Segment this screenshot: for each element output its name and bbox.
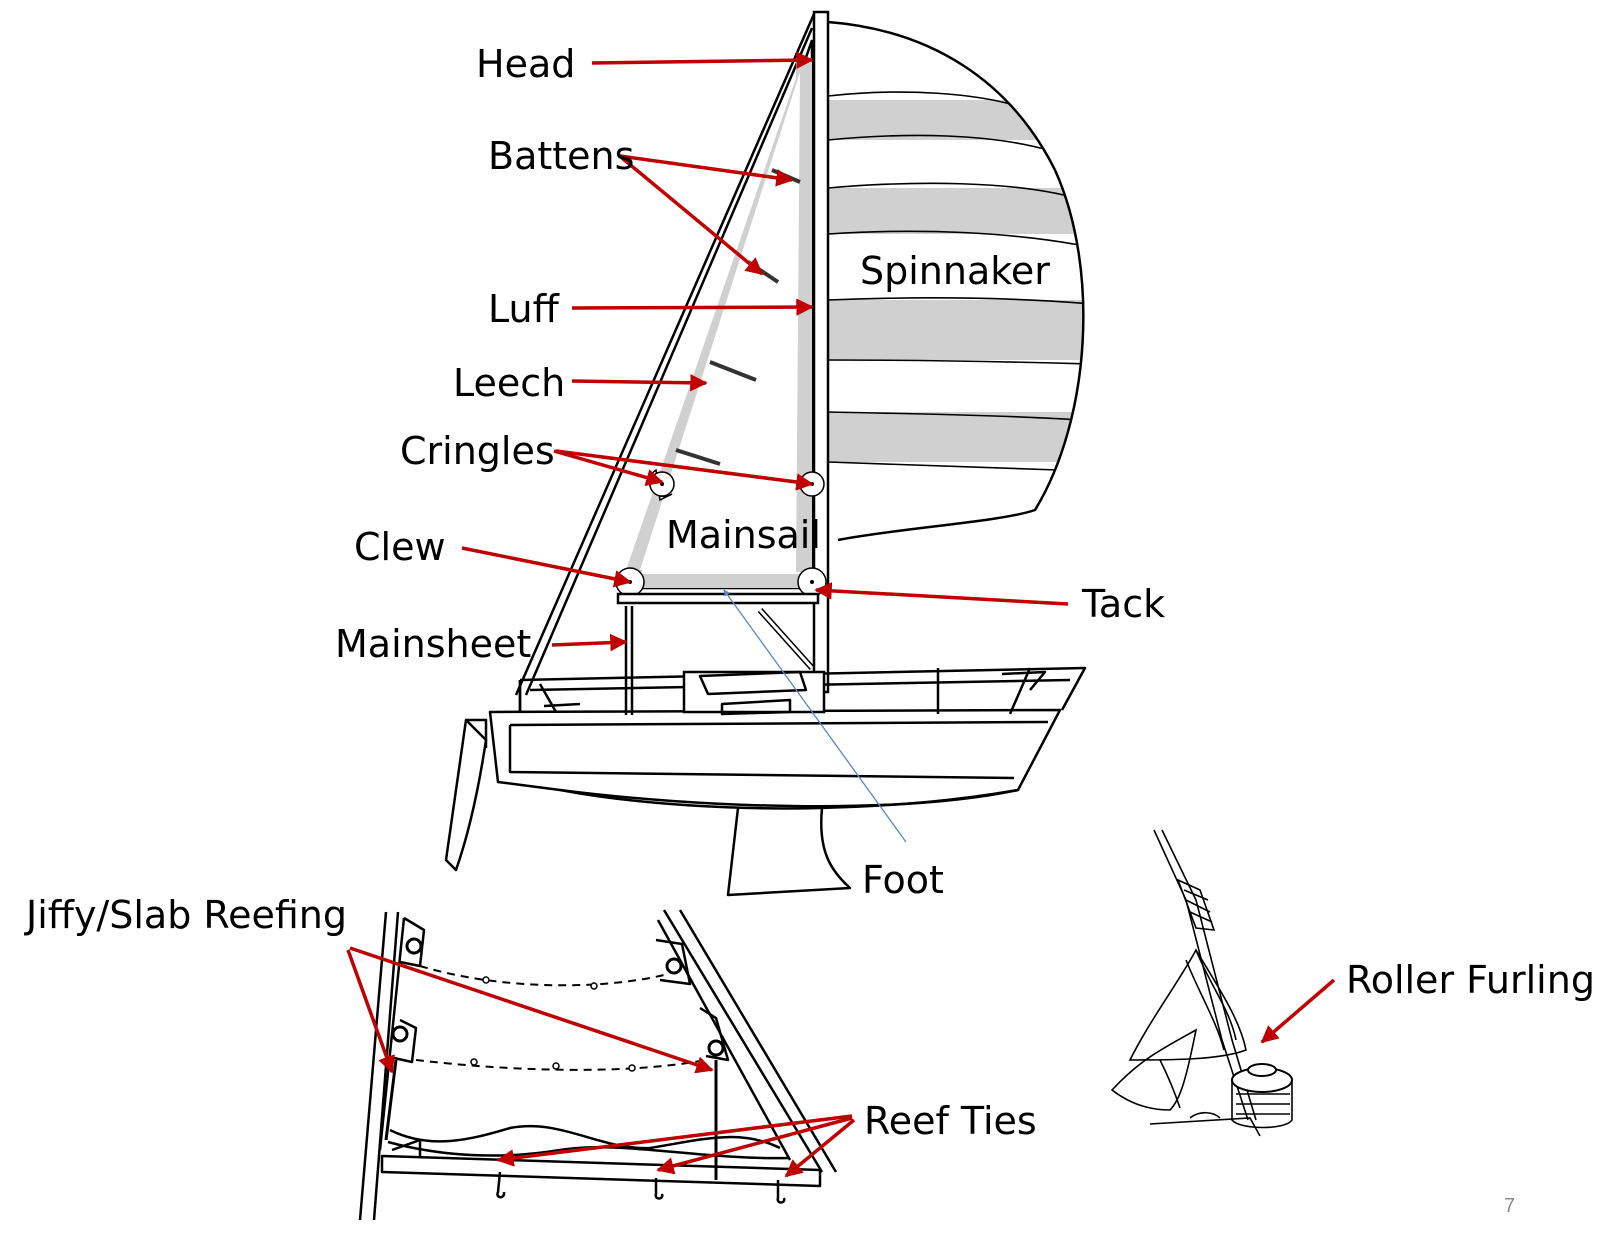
callout-arrows <box>346 51 1336 1178</box>
reef-ties-arrow-3 <box>784 1118 856 1178</box>
mainsail <box>615 39 827 715</box>
leech-arrow <box>571 374 708 392</box>
head-arrow <box>591 51 814 69</box>
battens-arrow-1 <box>619 154 794 187</box>
spinnaker-sail <box>827 20 1085 542</box>
label-leech: Leech <box>453 361 565 405</box>
label-luff: Luff <box>488 287 560 331</box>
battens-arrow-2 <box>620 156 764 276</box>
label-jiffy-reefing: Jiffy/Slab Reefing <box>24 893 347 937</box>
reef-ties-arrow-2 <box>656 1116 853 1175</box>
foot-pointer-line <box>723 589 907 843</box>
label-tack: Tack <box>1081 582 1165 626</box>
label-mainsheet: Mainsheet <box>335 622 531 666</box>
hull <box>444 666 1087 897</box>
label-spinnaker: Spinnaker <box>860 249 1050 293</box>
jiffy-reefing-illustration <box>358 909 838 1221</box>
cringles-arrow-2 <box>555 449 814 491</box>
luff-arrow <box>571 298 814 316</box>
label-clew: Clew <box>354 525 446 569</box>
cringles-arrow-1 <box>553 449 664 487</box>
label-mainsail: Mainsail <box>666 513 821 557</box>
label-roller-furling: Roller Furling <box>1346 958 1595 1002</box>
roller-furling-arrow <box>1260 978 1336 1044</box>
reef-ties-arrow-1 <box>496 1114 853 1167</box>
page-number: 7 <box>1504 1195 1515 1217</box>
roller-furling-illustration <box>1110 829 1293 1137</box>
jiffy-arrow-1 <box>346 949 395 1074</box>
forestay <box>514 13 816 696</box>
label-reef-ties: Reef Ties <box>864 1099 1037 1143</box>
clew-arrow <box>461 546 632 588</box>
label-cringles: Cringles <box>400 429 555 473</box>
label-head: Head <box>476 42 575 86</box>
label-battens: Battens <box>488 134 634 178</box>
tack-arrow <box>814 582 1069 606</box>
label-foot: Foot <box>862 858 944 902</box>
mainsheet-arrow <box>551 633 628 652</box>
jiffy-arrow-2 <box>349 946 714 1074</box>
